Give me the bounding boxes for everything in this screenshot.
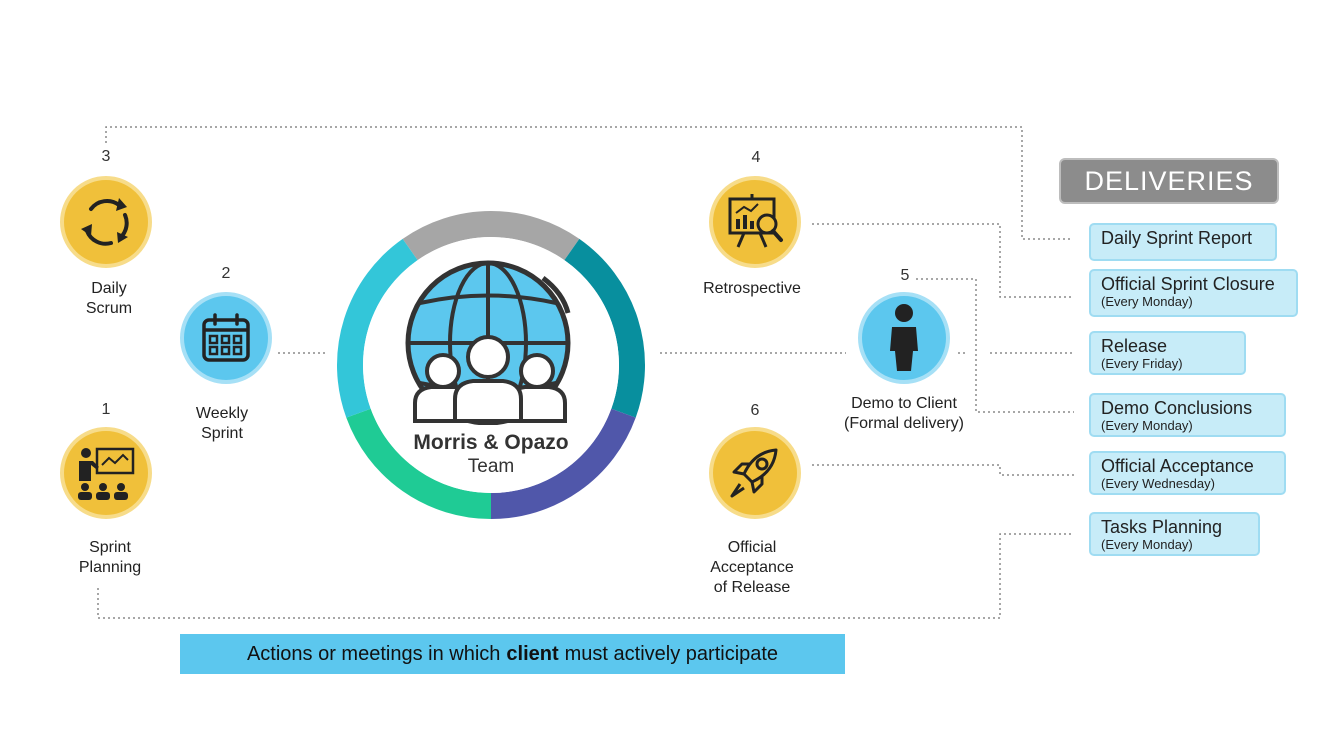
globe-team-icon [405,260,571,426]
ring-segment [346,408,492,519]
delivery-main: Official Sprint Closure [1101,274,1275,294]
step-number-1: 1 [101,401,111,418]
rocket-icon [730,448,778,498]
step-number-2: 2 [221,265,231,282]
step-number-5: 5 [900,267,910,284]
client-note-bold: client [506,642,559,665]
delivery-sub: (Every Friday) [1101,356,1183,371]
team-subtitle: Team [467,456,515,477]
line-acceptance-to-official [812,464,1074,476]
ring-segment [490,408,636,519]
delivery-main: Demo Conclusions [1101,398,1253,418]
delivery-main: Official Acceptance [1101,456,1254,476]
client-participation-note: Actions or meetings in which client must… [180,634,845,674]
line-retro-to-closure [812,223,1074,298]
weekly-sprint-node [180,292,272,384]
delivery-item-release: Release (Every Friday) [1089,331,1246,375]
ring-segment [337,238,418,418]
cycle-arrows-icon [81,198,129,246]
client-note-before: Actions or meetings in which [246,642,501,665]
person-icon [890,304,918,371]
official-acceptance-node [709,427,801,519]
delivery-item-sprint-closure: Official Sprint Closure (Every Monday) [1089,269,1298,317]
step-number-6: 6 [750,402,760,419]
ring-segment [402,211,580,261]
delivery-item-official-acceptance: Official Acceptance (Every Wednesday) [1089,451,1286,495]
delivery-item-daily-sprint-report: Daily Sprint Report [1089,223,1277,261]
weekly-sprint-label: Weekly Sprint [195,405,249,442]
line-demo-to-conclusions [916,278,1074,413]
demo-to-client-label: Demo to Client (Formal delivery) [843,395,964,432]
retrospective-label: Retrospective [703,280,801,297]
line-planning-to-tasks [97,533,1074,619]
step-number-4: 4 [751,149,761,166]
sprint-planning-node [60,427,152,519]
demo-to-client-node [858,292,950,384]
deliveries-title: DELIVERIES [1059,158,1279,204]
delivery-main: Tasks Planning [1101,517,1223,537]
daily-scrum-label: Daily Scrum [85,280,133,317]
client-note-after: must actively participate [564,642,779,665]
delivery-main: Release [1101,336,1168,356]
ring-segment [564,238,645,418]
calendar-icon [202,313,250,362]
globe-team-node [403,253,577,426]
sprint-planning-label: Sprint Planning [78,539,142,576]
presentation-icon [78,447,135,500]
delivery-item-demo-conclusions: Demo Conclusions (Every Monday) [1089,393,1286,437]
delivery-main: Daily Sprint Report [1101,228,1253,248]
delivery-sub: (Every Monday) [1101,294,1193,309]
chart-analysis-icon [728,194,783,248]
daily-scrum-node [60,176,152,268]
delivery-item-tasks-planning: Tasks Planning (Every Monday) [1089,512,1260,556]
line-scrum-to-daily-report [105,126,1072,240]
delivery-sub: (Every Monday) [1101,537,1193,552]
delivery-sub: (Every Wednesday) [1101,476,1215,491]
team-title: Morris & Opazo [413,431,569,454]
retrospective-node [709,176,801,268]
step-number-3: 3 [101,148,111,165]
delivery-sub: (Every Monday) [1101,418,1193,433]
official-acceptance-label: Official Acceptance of Release [710,539,794,596]
